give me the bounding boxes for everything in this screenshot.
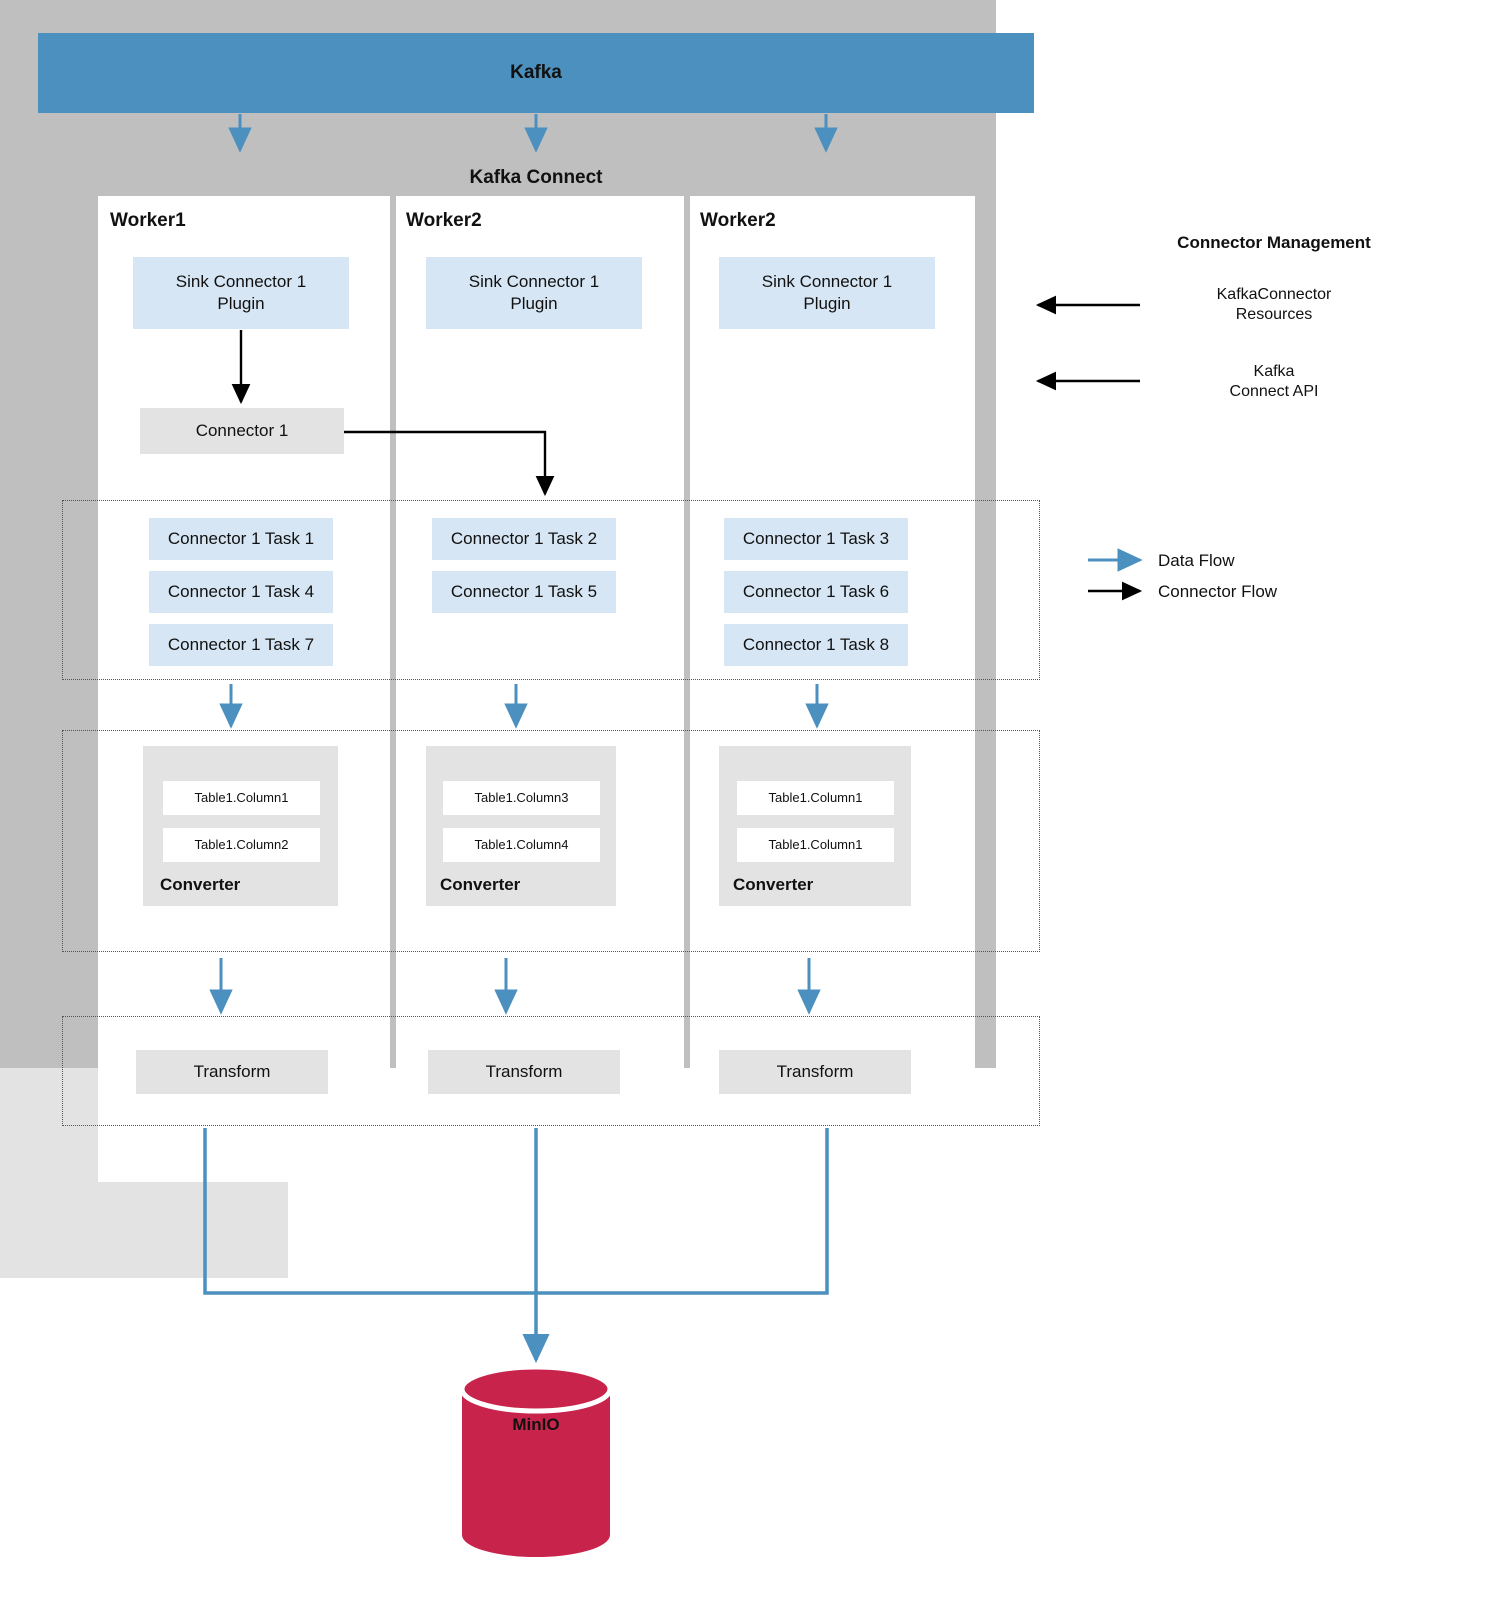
- kafka-label: Kafka: [510, 61, 562, 83]
- kafka-connect-api-item[interactable]: Kafka Connect API: [1142, 348, 1406, 416]
- worker-label-2: Worker2: [406, 210, 482, 231]
- converter-label-3: Converter: [733, 875, 814, 894]
- worker-panel-1: [98, 196, 390, 1182]
- plugin-1-line2: Plugin: [217, 294, 265, 313]
- converter-1: [143, 746, 338, 906]
- cm-item-1-line1: Kafka: [1253, 362, 1295, 380]
- plugin-3-line2: Plugin: [803, 294, 851, 313]
- connector-management-title: Connector Management: [1177, 233, 1371, 253]
- task-box: Connector 1 Task 7: [149, 624, 333, 666]
- arrow-connector-management-to-connect: [1035, 295, 1140, 391]
- worker-panel-2: [396, 196, 684, 1182]
- worker-label-3: Worker2: [700, 210, 776, 231]
- converter-label-1: Converter: [160, 875, 241, 894]
- transform-1: Transform: [136, 1050, 328, 1094]
- kafka-connect-title: Kafka Connect: [469, 166, 603, 188]
- converter-column-chip: Table1.Column1: [163, 781, 320, 815]
- task-box: Connector 1 Task 5: [432, 571, 616, 613]
- tasks-group-frame: [62, 500, 1040, 680]
- kafkaconnector-resources-item[interactable]: KafkaConnector Resources: [1142, 271, 1406, 339]
- plugin-3-line1: Sink Connector 1: [761, 272, 893, 292]
- legend-label-data-flow: Data Flow: [1158, 551, 1235, 570]
- legend-label-connector-flow: Connector Flow: [1158, 582, 1278, 601]
- plugin-2-line1: Sink Connector 1: [468, 272, 600, 292]
- cm-item-1-line2: Connect API: [1229, 383, 1319, 400]
- converter-column-chip: Table1.Column2: [163, 828, 320, 862]
- transforms-group-frame: [62, 1016, 1040, 1126]
- task-box: Connector 1 Task 1: [149, 518, 333, 560]
- plugin-2-line2: Plugin: [510, 294, 558, 313]
- converter-3: [719, 746, 911, 906]
- minio-label: MinIO: [512, 1415, 560, 1434]
- sink-connector-plugin-2: Sink Connector 1 Plugin: [426, 257, 642, 329]
- converter-column-chip: Table1.Column1: [737, 781, 894, 815]
- worker-panel-3: [690, 196, 975, 1182]
- task-box: Connector 1 Task 8: [724, 624, 908, 666]
- kafka-node: Kafka: [38, 33, 1034, 113]
- cm-item-0-line2: Resources: [1235, 306, 1313, 323]
- transform-3: Transform: [719, 1050, 911, 1094]
- converter-label-2: Converter: [440, 875, 521, 894]
- task-box: Connector 1 Task 2: [432, 518, 616, 560]
- connector-1-node: Connector 1: [140, 408, 344, 454]
- converters-group-frame: [62, 730, 1040, 952]
- worker-label-1: Worker1: [110, 210, 186, 231]
- minio-node: [459, 1364, 613, 1557]
- task-box: Connector 1 Task 3: [724, 518, 908, 560]
- task-box: Connector 1 Task 4: [149, 571, 333, 613]
- converter-column-chip: Table1.Column4: [443, 828, 600, 862]
- cm-item-0-line1: KafkaConnector: [1216, 285, 1332, 303]
- converter-column-chip: Table1.Column3: [443, 781, 600, 815]
- sink-connector-plugin-3: Sink Connector 1 Plugin: [719, 257, 935, 329]
- plugin-1-line1: Sink Connector 1: [175, 272, 307, 292]
- sink-connector-plugin-1: Sink Connector 1 Plugin: [133, 257, 349, 329]
- task-box: Connector 1 Task 6: [724, 571, 908, 613]
- converter-2: [426, 746, 616, 906]
- transform-2: Transform: [428, 1050, 620, 1094]
- converter-column-chip: Table1.Column1: [737, 828, 894, 862]
